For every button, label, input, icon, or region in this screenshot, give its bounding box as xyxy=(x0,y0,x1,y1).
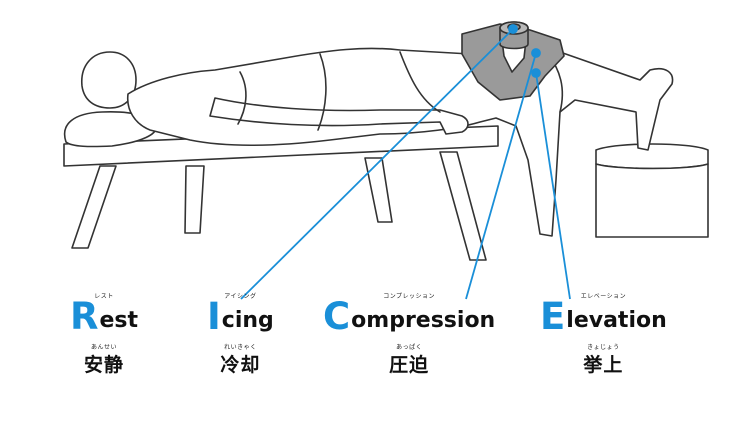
term-ruby: コンプレッション xyxy=(383,293,436,300)
term-rest: レスト R est あんせい 安静 xyxy=(70,294,138,377)
term-ja-ruby: あんせい xyxy=(91,344,118,351)
term-ja: 安静 xyxy=(84,354,125,376)
term-ja: 挙上 xyxy=(583,354,624,376)
dot-icing xyxy=(508,24,518,34)
leader-line-elevation xyxy=(535,72,571,300)
term-ruby: アイシング xyxy=(224,293,257,300)
term-word: est xyxy=(99,308,139,333)
leader-line-compression xyxy=(465,52,537,300)
term-word: ompression xyxy=(351,308,496,333)
term-ja-ruby: きょじょう xyxy=(587,344,620,351)
term-compression: コンプレッション C ompression あっぱく 圧迫 xyxy=(323,294,495,377)
term-initial: E xyxy=(540,295,566,338)
leader-line-icing xyxy=(240,28,514,300)
term-ja: 圧迫 xyxy=(389,354,430,376)
dot-compression xyxy=(531,48,541,58)
term-word: cing xyxy=(221,308,274,333)
term-initial: C xyxy=(323,295,351,338)
term-initial: I xyxy=(207,295,221,338)
term-ruby: エレベーション xyxy=(580,293,627,300)
term-word: levation xyxy=(566,308,667,333)
term-ruby: レスト xyxy=(94,293,114,300)
term-ja-ruby: あっぱく xyxy=(396,344,423,351)
term-icing: アイシング I cing れいきゃく 冷却 xyxy=(207,294,274,377)
term-ja-ruby: れいきゃく xyxy=(224,344,257,351)
term-elevation: エレベーション E levation きょじょう 挙上 xyxy=(540,294,667,377)
dot-elevation xyxy=(531,68,541,78)
stool xyxy=(595,143,709,238)
bench xyxy=(63,125,499,261)
term-initial: R xyxy=(70,295,99,338)
term-ja: 冷却 xyxy=(220,354,261,376)
